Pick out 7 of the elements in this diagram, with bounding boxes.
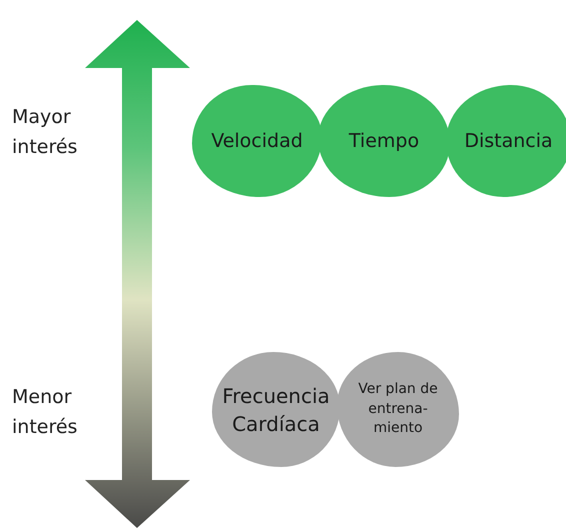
scale-label: Mayor interés: [12, 105, 78, 160]
scale-label: Menor interés: [12, 385, 78, 440]
blob-shape: Distancia: [446, 85, 566, 197]
blob-shape: Velocidad: [192, 85, 322, 197]
blob-shape: Frecuencia Cardíaca: [212, 352, 340, 467]
blob-shape: Ver plan de entrena- miento: [337, 352, 459, 467]
blob-shape: Tiempo: [318, 85, 450, 197]
